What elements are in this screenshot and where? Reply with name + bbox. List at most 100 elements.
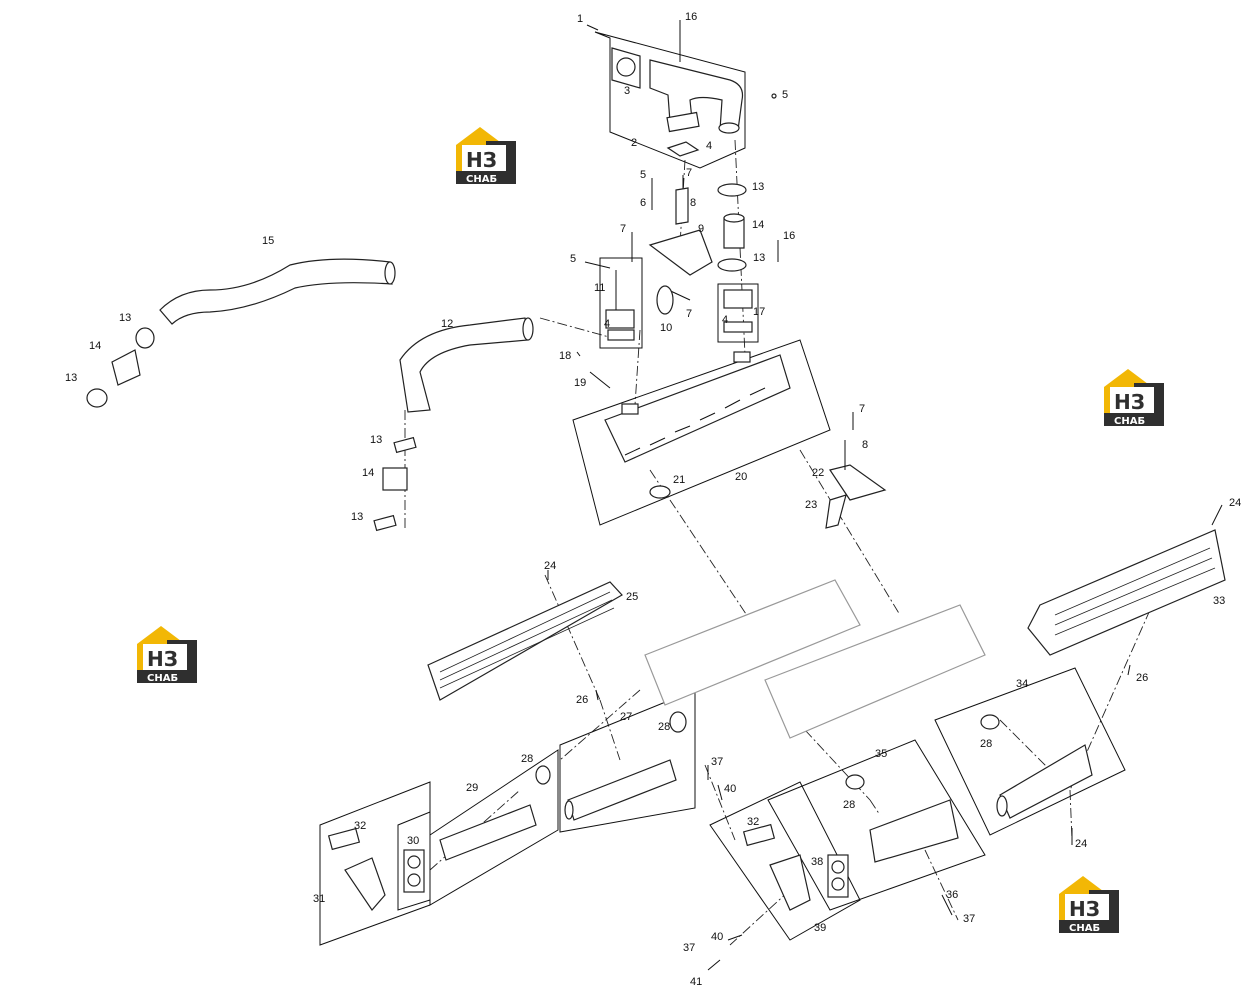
part-label: 4 — [722, 314, 728, 326]
part-label: 14 — [89, 340, 101, 352]
part-label: 38 — [811, 856, 823, 868]
part-label: 12 — [441, 318, 453, 330]
gasket-38 — [827, 854, 849, 898]
exhaust-manifold-35 — [869, 799, 959, 863]
heat-shield-33 — [1027, 529, 1226, 656]
gasket-30 — [403, 849, 425, 893]
part-label: 24 — [1229, 497, 1241, 509]
part-label: 35 — [875, 748, 887, 760]
part-label: 14 — [362, 467, 374, 479]
part-label: 3 — [624, 85, 630, 97]
part-label: 7 — [859, 403, 865, 415]
gasket-21 — [649, 485, 671, 499]
bracket-22 — [829, 440, 887, 501]
part-labels: 1 16 3 5 2 4 5 7 13 6 8 14 7 9 16 13 5 1… — [65, 11, 1241, 988]
exhaust-manifold-27 — [564, 759, 677, 821]
brand-logo: НЗ СНАБ — [1104, 369, 1164, 427]
part-label: 13 — [752, 181, 764, 193]
part-label: 13 — [370, 434, 382, 446]
group-frames — [319, 31, 1126, 946]
part-label: 28 — [843, 799, 855, 811]
part-label: 16 — [783, 230, 795, 242]
part-label: 28 — [980, 738, 992, 750]
part-label: 13 — [65, 372, 77, 384]
svg-text:НЗ: НЗ — [1114, 390, 1145, 414]
hose-clamp-set-mid — [373, 436, 417, 532]
part-label: 13 — [351, 511, 363, 523]
part-label: 10 — [660, 322, 672, 334]
exhaust-manifold-20 — [604, 351, 791, 463]
bracket-23 — [825, 494, 847, 529]
part-label: 23 — [805, 499, 817, 511]
cylinder-head-right — [764, 604, 986, 739]
adapter-31 — [327, 827, 386, 911]
heat-shield-25 — [427, 581, 623, 701]
svg-text:НЗ: НЗ — [466, 148, 497, 172]
part-label: 28 — [658, 721, 670, 733]
exhaust-manifold-34 — [996, 744, 1093, 819]
svg-text:СНАБ: СНАБ — [1114, 416, 1145, 427]
part-label: 39 — [814, 922, 826, 934]
part-label: 31 — [313, 893, 325, 905]
adapter-39 — [742, 823, 811, 911]
part-label: 32 — [354, 820, 366, 832]
part-label: 40 — [711, 931, 723, 943]
exhaust-elbow-pipe — [649, 59, 744, 134]
part-label: 6 — [640, 197, 646, 209]
part-label: 20 — [735, 471, 747, 483]
part-label: 18 — [559, 350, 571, 362]
part-label: 4 — [706, 140, 712, 152]
part-label: 36 — [946, 889, 958, 901]
exhaust-manifold-29 — [439, 804, 537, 861]
part-label: 30 — [407, 835, 419, 847]
part-label: 34 — [1016, 678, 1028, 690]
part-label: 13 — [119, 312, 131, 324]
part-label: 8 — [690, 197, 696, 209]
part-label: 8 — [862, 439, 868, 451]
hose-clamp — [717, 183, 747, 272]
svg-text:НЗ: НЗ — [147, 647, 178, 671]
part-label: 37 — [683, 942, 695, 954]
bolts — [547, 20, 1223, 971]
part-label: 9 — [698, 223, 704, 235]
part-label: 14 — [752, 219, 764, 231]
part-label: 32 — [747, 816, 759, 828]
flange-gasket — [611, 47, 641, 89]
part-label: 5 — [782, 89, 788, 101]
hose-sleeve — [723, 213, 745, 249]
bracket-plate-9 — [648, 229, 713, 276]
svg-text:СНАБ: СНАБ — [147, 673, 178, 684]
part-label: 26 — [1136, 672, 1148, 684]
intake-hose-15 — [159, 258, 396, 325]
part-label: 17 — [753, 306, 765, 318]
intake-hose-12 — [399, 317, 534, 413]
part-label: 4 — [604, 318, 610, 330]
part-label: 7 — [686, 167, 692, 179]
part-label: 2 — [631, 137, 637, 149]
part-label: 7 — [620, 223, 626, 235]
part-label: 33 — [1213, 595, 1225, 607]
clamp-10 — [656, 285, 674, 315]
outlet-flange-17 — [723, 289, 753, 333]
svg-text:СНАБ: СНАБ — [466, 174, 497, 185]
small-gasket — [666, 141, 700, 157]
part-label: 1 — [577, 13, 583, 25]
part-label: 19 — [574, 377, 586, 389]
bracket-8 — [675, 187, 689, 225]
hose-clamp-set-left — [86, 327, 155, 408]
part-label: 24 — [1075, 838, 1087, 850]
part-label: 28 — [521, 753, 533, 765]
brand-logo: НЗ СНАБ — [137, 626, 197, 684]
part-label: 26 — [576, 694, 588, 706]
gasket-28 — [535, 711, 1000, 790]
svg-text:НЗ: НЗ — [1069, 897, 1100, 921]
exhaust-flange-11 — [605, 270, 635, 341]
brand-logo: НЗ СНАБ — [456, 127, 516, 185]
part-label: 24 — [544, 560, 556, 572]
part-label: 22 — [812, 467, 824, 479]
brand-logo: НЗ СНАБ — [1059, 876, 1119, 934]
svg-text:СНАБ: СНАБ — [1069, 923, 1100, 934]
part-label: 13 — [753, 252, 765, 264]
part-label: 16 — [685, 11, 697, 23]
